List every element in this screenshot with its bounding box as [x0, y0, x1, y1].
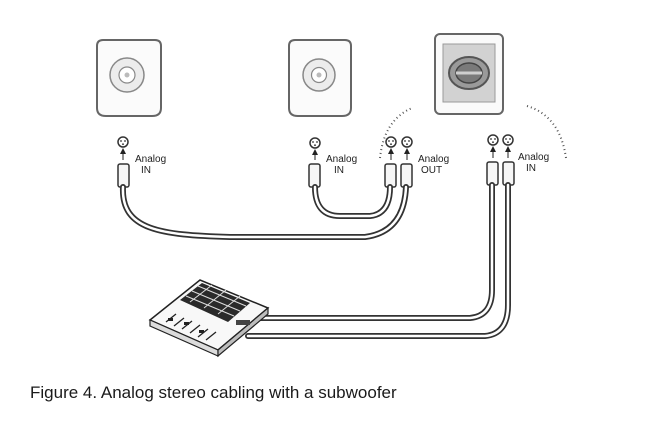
- figure-caption: Figure 4. Analog stereo cabling with a s…: [30, 383, 397, 402]
- speaker2-in-label: Analog IN: [326, 154, 360, 176]
- mixer-icon: [148, 279, 270, 358]
- dotted-arc-left: [379, 107, 413, 159]
- cabling-diagram: Analog IN Analog IN Analog OUT Analog IN: [96, 33, 567, 358]
- signal-arrows: [120, 146, 511, 160]
- xlr-connector-icon: [309, 137, 321, 149]
- sub-out-label: Analog OUT: [418, 154, 452, 176]
- speaker1-in-label: Analog IN: [135, 154, 169, 176]
- cable-plugs: [117, 161, 515, 188]
- subwoofer-icon: [434, 33, 504, 115]
- speaker-right-icon: [288, 39, 352, 117]
- sub-in-label: Analog IN: [518, 152, 552, 174]
- xlr-connector-icon: [385, 136, 397, 148]
- xlr-connector-icon: [401, 136, 413, 148]
- dotted-arc-right: [526, 105, 567, 159]
- cables: [119, 182, 511, 339]
- xlr-connector-icon: [487, 134, 499, 146]
- speaker-left-icon: [96, 39, 162, 117]
- xlr-connector-icon: [502, 134, 514, 146]
- xlr-connector-icon: [117, 136, 129, 148]
